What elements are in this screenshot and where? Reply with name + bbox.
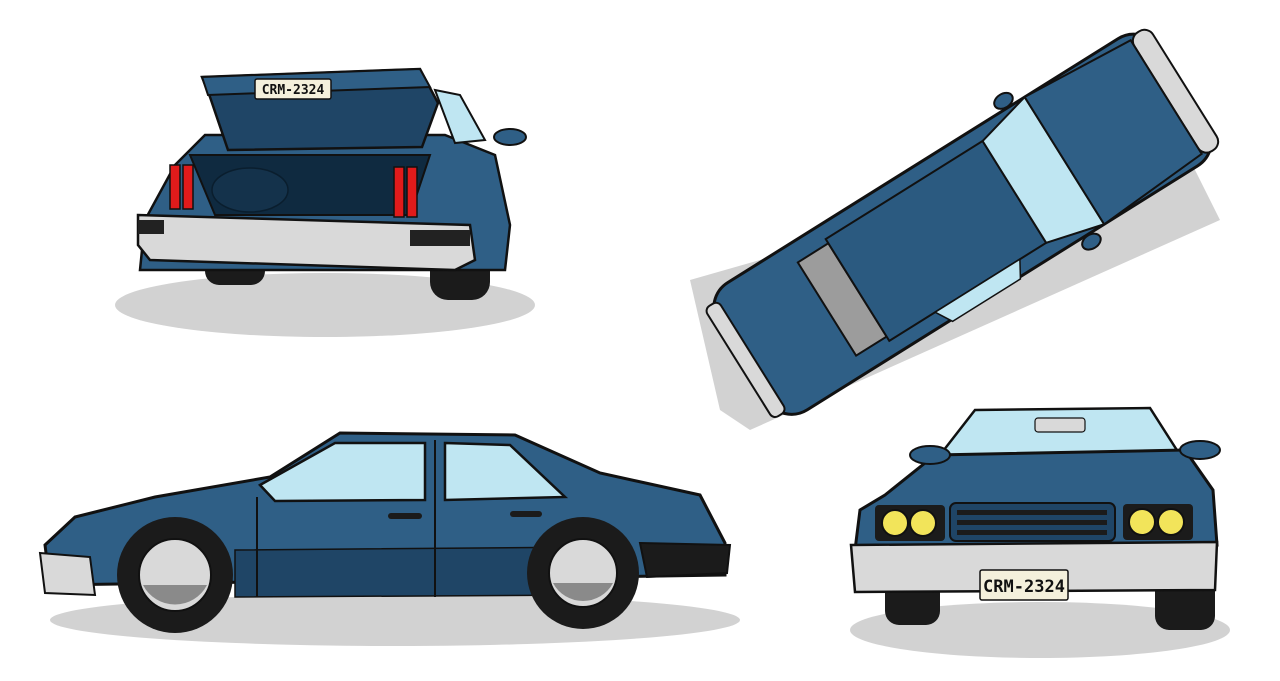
rear-plate-text: CRM-2324 bbox=[262, 83, 325, 98]
rear-wheel bbox=[527, 517, 639, 629]
front-bumper-side bbox=[38, 551, 97, 597]
rear-bumper-top bbox=[705, 301, 786, 418]
left-tail-light bbox=[169, 164, 194, 210]
rear-bumper-side bbox=[638, 541, 732, 579]
right-headlights bbox=[1123, 504, 1193, 540]
front-license-plate bbox=[979, 569, 1069, 601]
front-side-window bbox=[257, 441, 427, 503]
rear-side-window bbox=[443, 441, 569, 502]
rear-bumper bbox=[136, 213, 477, 272]
ground-shadow bbox=[115, 273, 535, 337]
front-bumper bbox=[849, 540, 1219, 594]
ground-shadow bbox=[850, 602, 1230, 658]
left-headlights bbox=[875, 505, 945, 541]
spare-wheel-well bbox=[211, 167, 289, 213]
hood-top bbox=[1023, 38, 1204, 226]
front-grille bbox=[949, 502, 1116, 542]
rearview-mirror bbox=[1034, 417, 1086, 433]
car-front-view: CRM-2324 bbox=[849, 406, 1230, 658]
rear-door-handle bbox=[510, 511, 542, 517]
front-plate-text: CRM-2324 bbox=[983, 577, 1065, 597]
car-side-view bbox=[38, 431, 740, 646]
side-window-top bbox=[933, 257, 1022, 323]
rear-side-window bbox=[433, 88, 487, 145]
mirror-left-front bbox=[909, 445, 951, 465]
rear-license-plate bbox=[254, 78, 332, 100]
side-mirror bbox=[493, 128, 527, 146]
front-door-handle bbox=[388, 513, 422, 519]
mirror-right-front bbox=[1179, 440, 1221, 460]
bumper-guard-right bbox=[410, 230, 470, 246]
bumper-guard-left bbox=[138, 220, 164, 234]
right-tail-light bbox=[393, 166, 418, 218]
mirror-left-top bbox=[993, 91, 1014, 110]
car-rear-view: CRM-2324 bbox=[115, 67, 535, 337]
front-wheel bbox=[117, 517, 233, 633]
car-top-view bbox=[690, 28, 1220, 430]
mirror-right-top bbox=[1081, 232, 1102, 251]
